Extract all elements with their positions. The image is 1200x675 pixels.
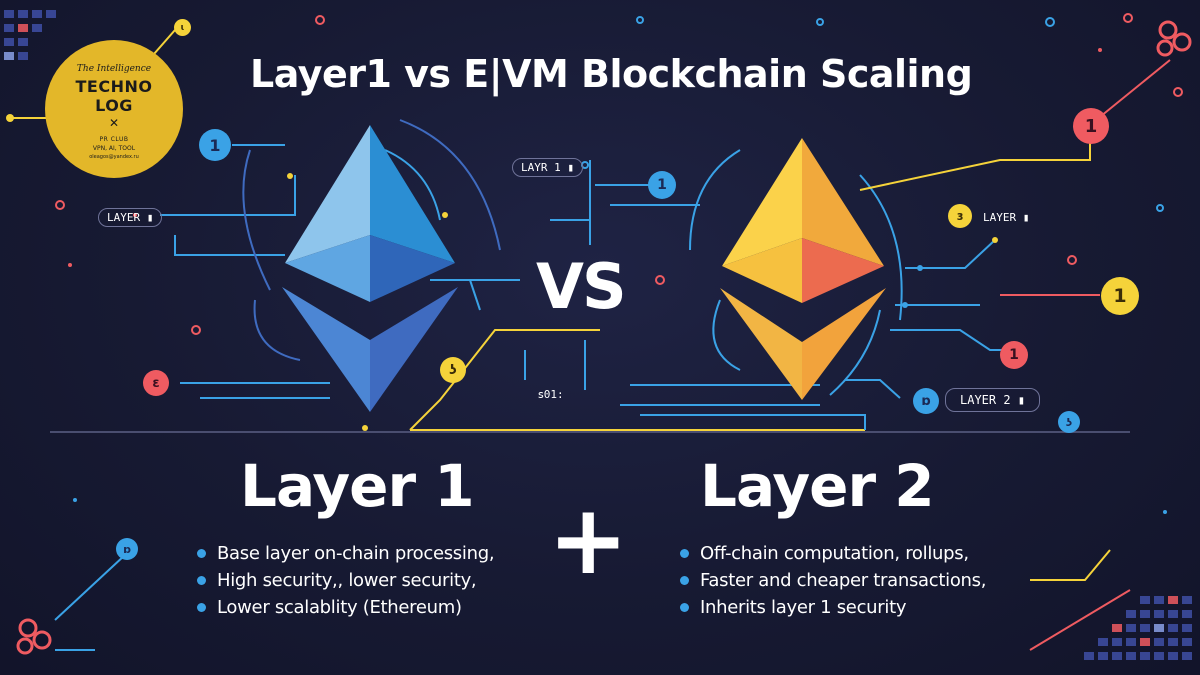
number-badge: ɛ — [143, 370, 169, 396]
list-item: Faster and cheaper transactions, — [678, 567, 986, 594]
technolog-logo: The Intelligence TECHNO LOG ✕ PR CLUB VP… — [45, 40, 183, 178]
page-title: Layer1 vs E|VM Blockchain Scaling — [250, 52, 973, 96]
number-badge: ɩ — [174, 19, 191, 36]
layer-tag: ꜱ01: — [538, 388, 564, 401]
logo-tools-icon: ✕ — [108, 116, 120, 130]
layer-tag: LAYER ▮ — [983, 211, 1030, 224]
bullet-dot-icon — [197, 576, 206, 585]
number-badge: 1 — [1073, 108, 1109, 144]
list-item: Inherits layer 1 security — [678, 594, 986, 621]
pixel-blocks-bottom-right — [1084, 596, 1192, 660]
layer-tag: LAYER 2 ▮ — [945, 388, 1041, 412]
logo-tagline: The Intelligence — [76, 64, 152, 74]
list-item: Base layer on-chain processing, — [195, 540, 495, 567]
ethereum-icon-layer2 — [720, 138, 886, 400]
layer1-bullet-list: Base layer on-chain processing, High sec… — [195, 540, 495, 621]
chain-link-icon-left — [16, 618, 52, 655]
list-item-text: Faster and cheaper transactions, — [700, 570, 987, 591]
pixel-blocks-top-left — [4, 10, 56, 60]
layer1-heading: Layer 1 — [240, 452, 475, 520]
vs-label: VS — [536, 250, 627, 323]
logo-club: PR CLUB — [99, 136, 129, 143]
layer2-heading: Layer 2 — [700, 452, 935, 520]
list-item-text: Inherits layer 1 security — [700, 597, 907, 618]
list-item-text: Base layer on-chain processing, — [217, 543, 495, 564]
number-badge: ʖ — [1058, 411, 1080, 433]
number-badge: 1 — [199, 129, 231, 161]
bullet-dot-icon — [197, 603, 206, 612]
list-item: Off-chain computation, rollups, — [678, 540, 986, 567]
bullet-dot-icon — [680, 603, 689, 612]
ethereum-icon-layer1 — [282, 125, 458, 412]
chain-link-icon — [1156, 20, 1192, 57]
logo-name-line1: TECHNO — [75, 77, 153, 96]
number-badge: 1 — [1101, 277, 1139, 315]
list-item: Lower scalablity (Ethereum) — [195, 594, 494, 621]
list-item-text: High security,, lower security, — [217, 570, 477, 591]
logo-topics: VPN, AI, TOOL — [92, 145, 136, 152]
number-badge: ɜ — [948, 204, 972, 228]
number-badge: ʖ — [440, 357, 466, 383]
bullet-dot-icon — [680, 549, 689, 558]
bullet-dot-icon — [680, 576, 689, 585]
list-item: High security,, lower security, — [195, 567, 494, 594]
number-badge: ɒ — [913, 388, 939, 414]
number-badge: ɒ — [116, 538, 138, 560]
list-item-text: Lower scalablity (Ethereum) — [217, 597, 462, 618]
logo-name-line2: LOG — [95, 96, 133, 115]
list-item-text: Off-chain computation, rollups, — [700, 543, 969, 564]
bullet-dot-icon — [197, 549, 206, 558]
layer-tag: LAYER ▮ — [98, 208, 163, 227]
layer2-bullet-list: Off-chain computation, rollups, Faster a… — [678, 540, 986, 621]
number-badge: 1 — [648, 171, 676, 199]
number-badge: 1 — [1000, 341, 1028, 369]
plus-sign: + — [548, 484, 629, 596]
layer-tag: LAYR 1 ▮ — [512, 158, 583, 177]
logo-email: oleagos@yandex.ru — [89, 154, 139, 160]
